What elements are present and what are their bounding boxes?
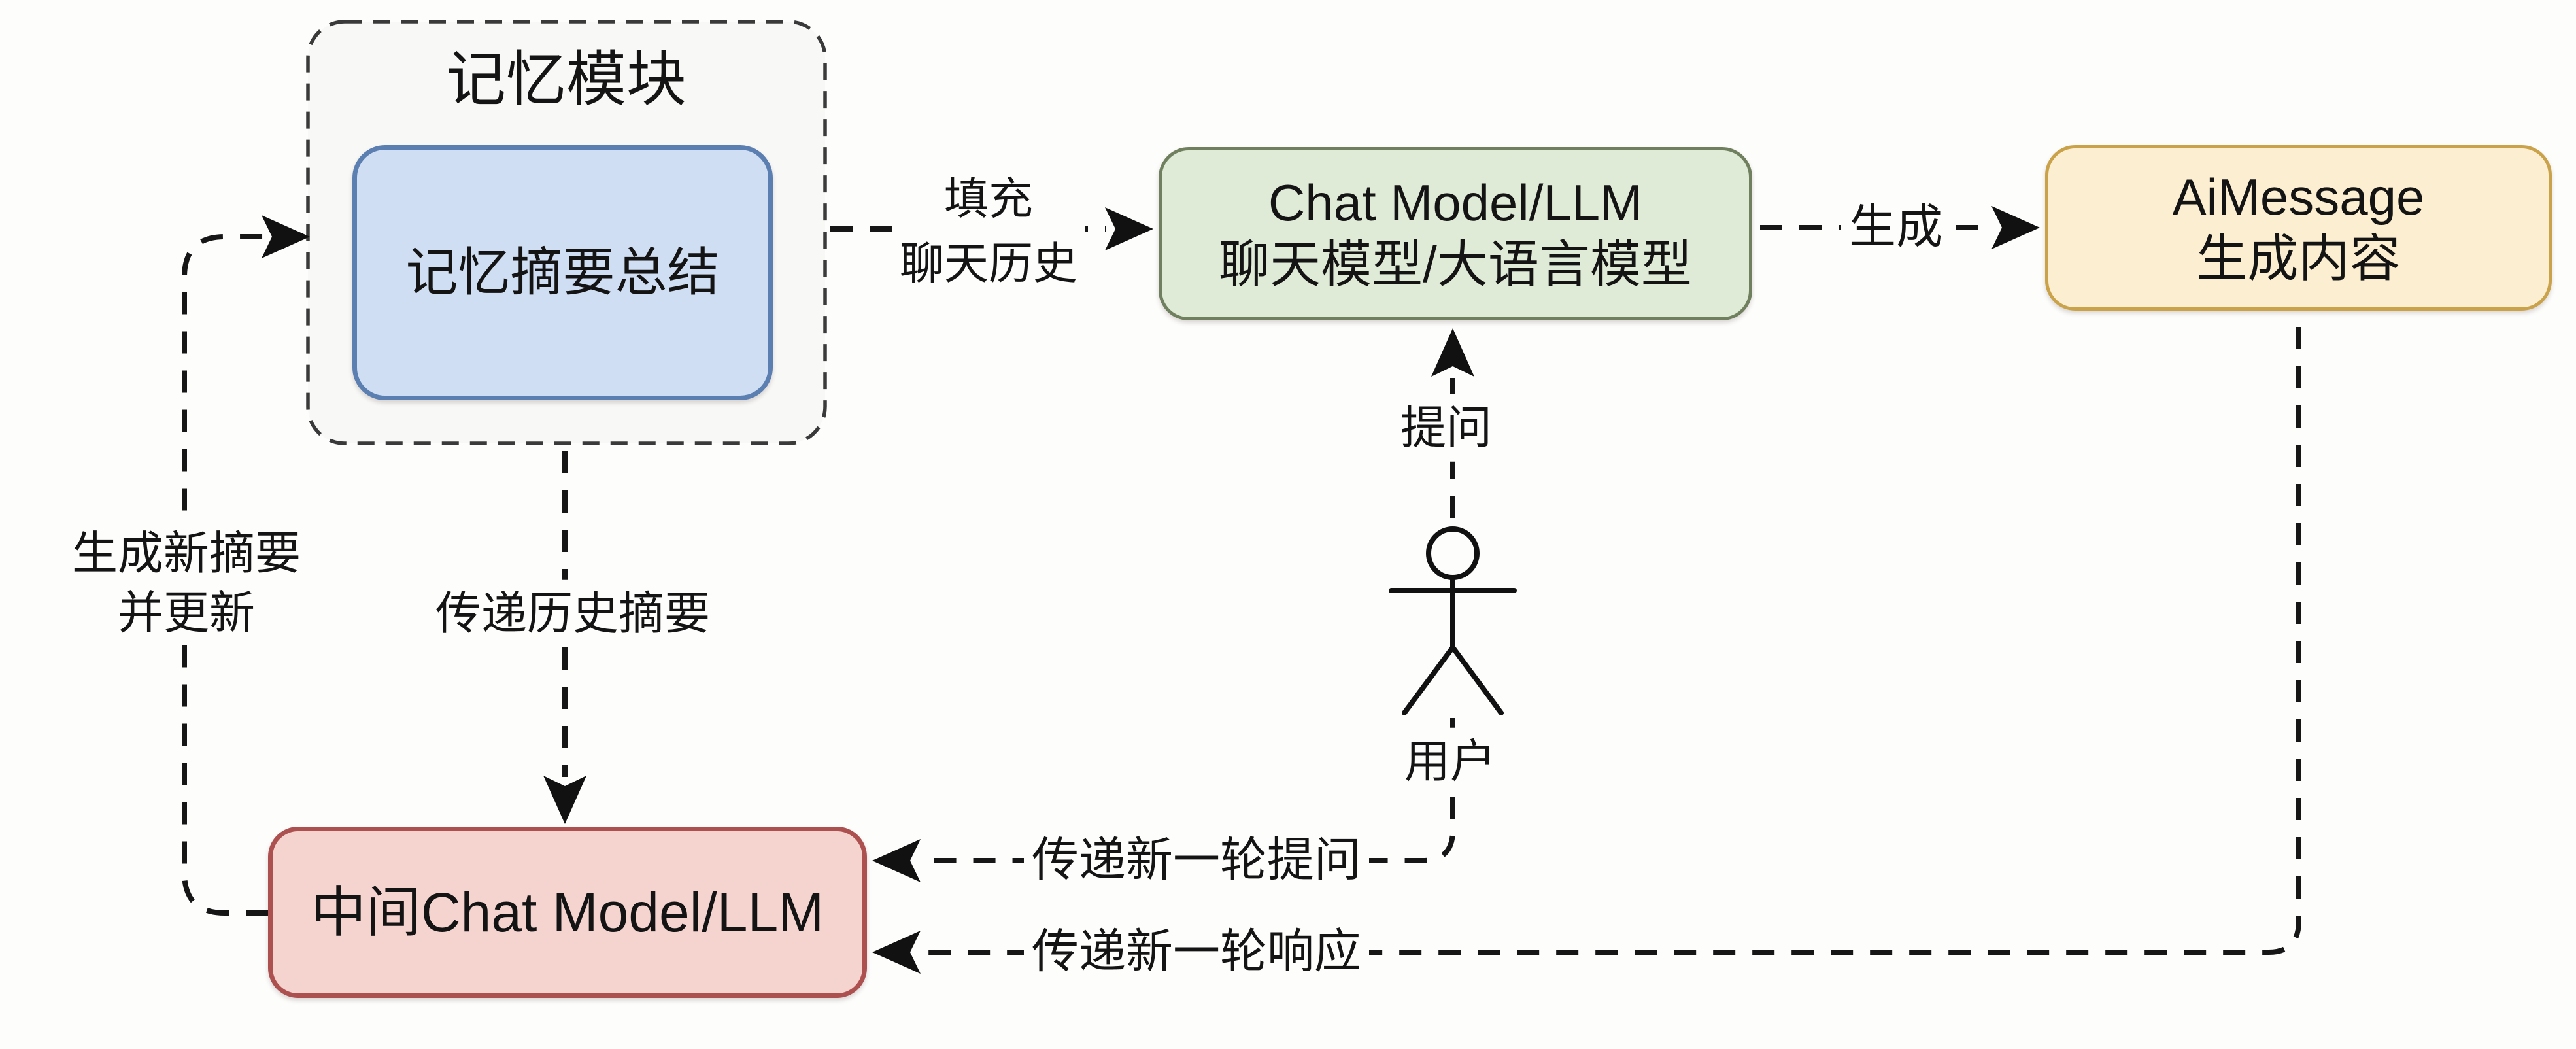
user-actor-label: 用户 bbox=[1397, 727, 1504, 795]
edge-fill-chat-history-arrowhead bbox=[1105, 207, 1153, 250]
ai-message-box-line2: 生成内容 bbox=[2196, 229, 2401, 287]
edge-label-generate-new-summary-line1: 生成新摘要 bbox=[72, 528, 301, 579]
edge-label-fill-chat-history-line1: 填充 bbox=[943, 174, 1034, 224]
chat-model-box-line2: 聊天模型/大语言模型 bbox=[1219, 235, 1692, 293]
edge-label-pass-history-summary: 传递历史摘要 bbox=[428, 579, 718, 647]
memory-summary-box-label: 记忆摘要总结 bbox=[405, 243, 720, 301]
edge-pass-new-response-arrowhead bbox=[872, 931, 921, 974]
edge-pass-history-summary-arrowhead bbox=[543, 776, 586, 824]
edge-pass-new-question-line bbox=[922, 718, 1455, 863]
edge-label-ask: 提问 bbox=[1393, 394, 1500, 462]
memory-module-title: 记忆模块 bbox=[445, 46, 687, 113]
stick-figure-left-leg bbox=[1402, 645, 1455, 715]
edge-generate-arrowhead bbox=[1991, 206, 2040, 249]
intermediate-model-box-label: 中间Chat Model/LLM bbox=[311, 881, 824, 943]
ai-message-box: AiMessage 生成内容 bbox=[2045, 145, 2552, 311]
edge-generate-new-summary-arrowhead bbox=[262, 215, 310, 258]
stick-figure-right-leg bbox=[1450, 645, 1504, 715]
edge-pass-new-response-line bbox=[922, 327, 2301, 955]
edge-label-fill-chat-history-line2: 聊天历史 bbox=[899, 239, 1078, 288]
user-stick-figure bbox=[1389, 526, 1517, 715]
edge-label-pass-new-round-question: 传递新一轮提问 bbox=[1023, 826, 1370, 895]
ai-message-box-line1: AiMessage bbox=[2172, 167, 2425, 226]
stick-figure-head bbox=[1426, 526, 1480, 580]
edge-label-pass-new-round-response: 传递新一轮响应 bbox=[1023, 918, 1370, 987]
edge-pass-new-question-arrowhead bbox=[872, 839, 921, 882]
edge-ask-arrowhead bbox=[1431, 328, 1474, 377]
edge-label-generate-new-summary: 生成新摘要 并更新 bbox=[64, 521, 309, 645]
edge-label-fill-chat-history: 填充 聊天历史 bbox=[891, 164, 1086, 299]
memory-summary-box: 记忆摘要总结 bbox=[352, 145, 773, 400]
chat-model-box-line1: Chat Model/LLM bbox=[1268, 173, 1643, 232]
edge-label-generate-new-summary-line2: 并更新 bbox=[118, 587, 255, 638]
chat-model-box: Chat Model/LLM 聊天模型/大语言模型 bbox=[1159, 147, 1752, 320]
edge-label-generate: 生成 bbox=[1840, 193, 1952, 262]
intermediate-model-box: 中间Chat Model/LLM bbox=[268, 827, 867, 998]
